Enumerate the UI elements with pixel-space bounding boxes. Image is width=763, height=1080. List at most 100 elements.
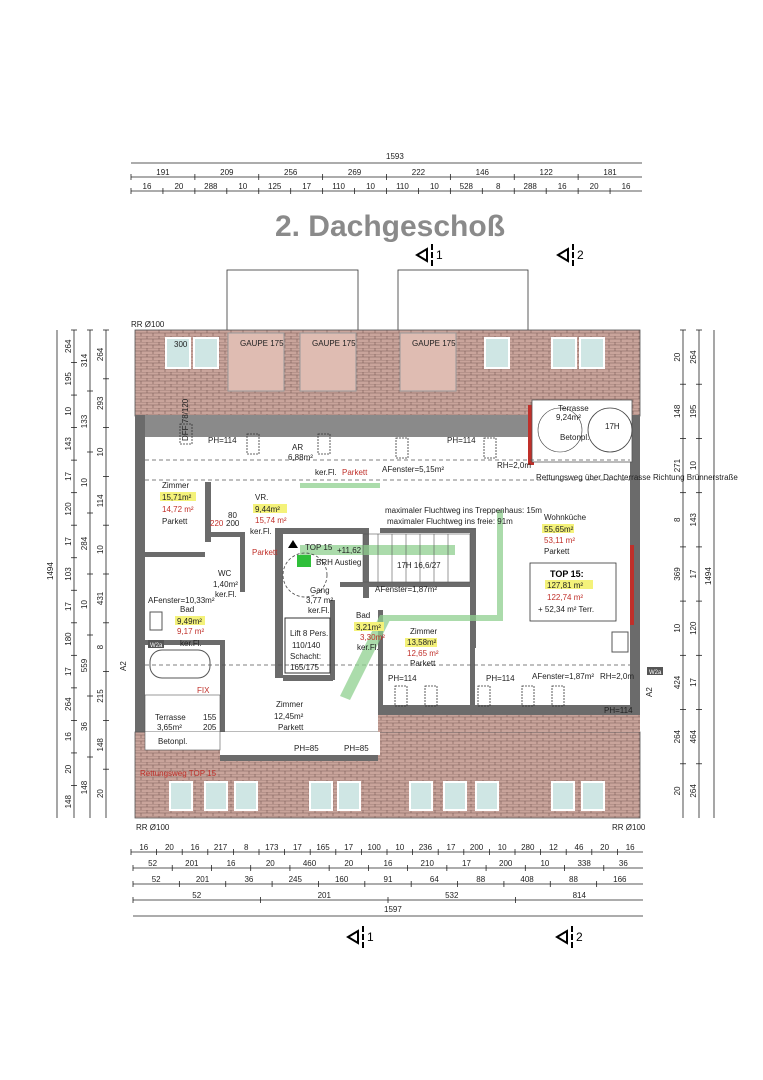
svg-text:127,81 m²: 127,81 m² <box>547 581 583 590</box>
dimension-label: 10 <box>366 182 375 191</box>
dimension-label: 103 <box>64 567 73 581</box>
dimension-label: 460 <box>303 859 317 868</box>
roof-windows-dff <box>179 423 565 707</box>
room-zimmer-1: Zimmer 15,71m² 14,72 m² Parkett <box>160 481 196 526</box>
svg-text:9,49m²: 9,49m² <box>177 617 202 626</box>
svg-text:13,58m²: 13,58m² <box>407 638 437 647</box>
dimension-label: 125 <box>268 182 282 191</box>
dimension-label: 120 <box>64 502 73 516</box>
exit-sign-icon <box>297 555 311 567</box>
dimension-label: 264 <box>689 350 698 364</box>
rh-label: RH=2,0m <box>497 461 531 470</box>
dimension-label: 143 <box>689 513 698 527</box>
svg-text:Parkett: Parkett <box>278 723 304 732</box>
rescue-wall <box>528 405 534 465</box>
dimension-label: 36 <box>244 875 253 884</box>
svg-text:1494: 1494 <box>46 562 55 580</box>
dormer-label: GAUPE 175 <box>312 339 356 348</box>
svg-text:Bad: Bad <box>180 605 194 614</box>
dimension-label: 424 <box>673 675 682 689</box>
dimension-label: 100 <box>368 843 382 852</box>
dimension-label: 148 <box>673 404 682 418</box>
dimension-label: 408 <box>520 875 534 884</box>
room-wohnkueche: Wohnküche 55,65m² 53,11 m² Parkett <box>542 513 587 556</box>
dormer-label: GAUPE 175 <box>412 339 456 348</box>
page-title: 2. Dachgeschoß <box>275 210 505 243</box>
level-marker-icon <box>288 540 298 548</box>
svg-text:W2a: W2a <box>649 670 662 676</box>
dimension-label: 195 <box>64 372 73 386</box>
dimension-label: 91 <box>384 875 393 884</box>
dimension-label: 814 <box>573 891 587 900</box>
dimension-label: 110 <box>396 182 409 191</box>
room-zimmer-3: Zimmer 12,45m² Parkett <box>274 700 304 732</box>
dimension-label: 110 <box>332 182 345 191</box>
svg-text:ker.Fl.: ker.Fl. <box>357 643 379 652</box>
svg-text:WC: WC <box>218 569 232 578</box>
dormer-outline <box>397 269 529 333</box>
terrace-left-floor <box>145 732 220 750</box>
dimension-label: 559 <box>80 658 89 672</box>
escape-note-2: maximaler Fluchtweg ins freie: 91m <box>387 517 513 526</box>
dormer-outline <box>226 269 359 333</box>
room-bad-1: AFenster=10,33m² Bad 9,49m² 9,17 m² ker.… <box>148 596 215 648</box>
dimension-label: 209 <box>220 168 234 177</box>
svg-text:+11,62: +11,62 <box>337 546 362 555</box>
dff-label: DFF 78/120 <box>181 398 190 441</box>
svg-text:Wohnküche: Wohnküche <box>544 513 587 522</box>
dimension-label: 20 <box>266 859 275 868</box>
svg-text:165/175: 165/175 <box>290 663 319 672</box>
svg-text:55,65m²: 55,65m² <box>544 525 574 534</box>
ph-label: PH=114 <box>486 674 515 683</box>
summary-box: TOP 15: 127,81 m² 122,74 m² + 52,34 m² T… <box>529 562 617 622</box>
dimension-label: 52 <box>192 891 201 900</box>
svg-text:205: 205 <box>203 723 217 732</box>
dimension-label: 245 <box>289 875 303 884</box>
dimension-label: 528 <box>460 182 474 191</box>
roof-windows-bottom <box>169 781 605 811</box>
dimension-label: 173 <box>265 843 279 852</box>
dimension-label: 284 <box>80 536 89 550</box>
svg-text:2: 2 <box>576 930 583 944</box>
ph-label: PH=85 <box>294 744 319 753</box>
dimension-label: 464 <box>689 729 698 743</box>
dimension-label: 148 <box>64 795 73 809</box>
dimension-label: 52 <box>148 859 157 868</box>
svg-text:15,74 m²: 15,74 m² <box>255 516 287 525</box>
dimension-label: 10 <box>540 859 549 868</box>
svg-text:9,44m²: 9,44m² <box>255 505 280 514</box>
svg-text:W2a: W2a <box>150 643 163 649</box>
svg-text:AR: AR <box>292 443 303 452</box>
svg-text:Parkett: Parkett <box>162 517 188 526</box>
window-area-1: AFenster=5,15m² <box>382 465 444 474</box>
dimension-label: 338 <box>577 859 591 868</box>
left-dimensions: 1494 26419510143171201710317180172641620… <box>46 329 109 818</box>
roof-windows <box>165 337 605 369</box>
right-dimensions: 1494 20148271836910424264202641951014317… <box>673 329 715 818</box>
wall-top <box>135 415 532 437</box>
ph-label: PH=114 <box>447 436 476 445</box>
dimension-label: 10 <box>96 545 105 554</box>
svg-text:1597: 1597 <box>384 905 402 914</box>
lift: Lift 8 Pers. 110/140 Schacht: 165/175 <box>290 629 328 672</box>
dimension-label: 10 <box>64 406 73 415</box>
dimension-label: 10 <box>80 600 89 609</box>
dimension-label: 16 <box>64 732 73 741</box>
svg-text:+ 52,34 m² Terr.: + 52,34 m² Terr. <box>538 605 594 614</box>
dimension-label: 288 <box>524 182 538 191</box>
window-dim: 300 <box>174 340 188 349</box>
dimension-label: 36 <box>80 722 89 731</box>
spiral-stair <box>587 407 633 453</box>
svg-text:3,65m²: 3,65m² <box>157 723 182 732</box>
dimension-label: 88 <box>476 875 485 884</box>
dimension-label: 120 <box>689 621 698 635</box>
dimension-label: 314 <box>80 353 89 367</box>
dimension-label: 17 <box>64 536 73 545</box>
room-ar: AR 6,88m² ker.Fl. Parkett <box>288 443 368 477</box>
svg-text:6,88m²: 6,88m² <box>288 453 313 462</box>
wall-right <box>630 415 640 745</box>
svg-text:Terrasse: Terrasse <box>558 404 589 413</box>
rr-label: RR Ø100 <box>612 823 646 832</box>
dimension-label: 264 <box>673 729 682 743</box>
